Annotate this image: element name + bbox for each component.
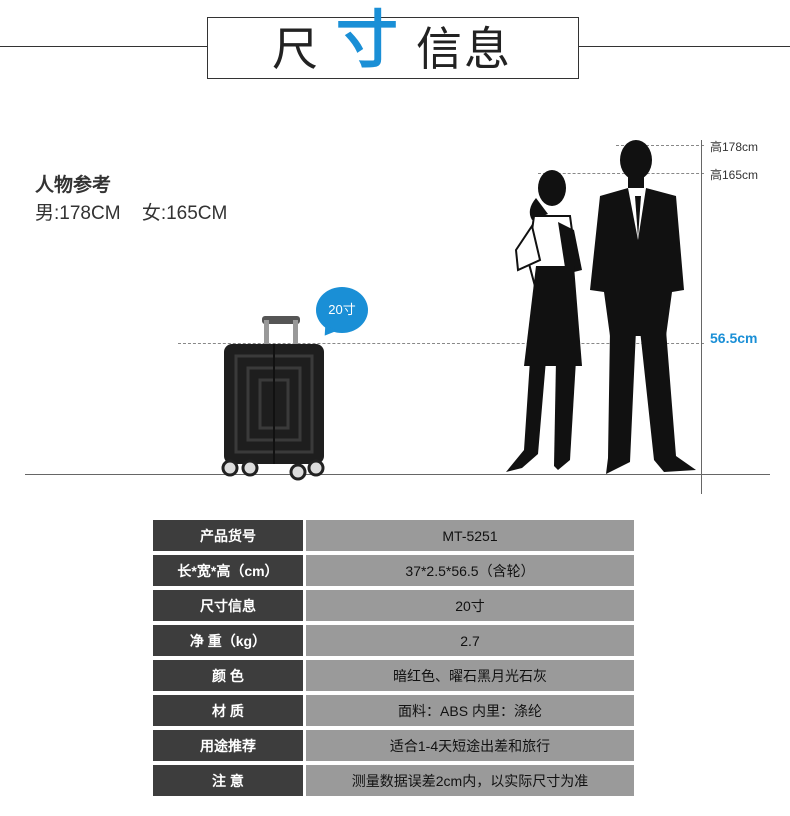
spec-value: 面料：ABS 内里：涤纶 xyxy=(306,695,634,726)
male-height-guide xyxy=(616,145,704,146)
vertical-measure-line xyxy=(701,140,702,494)
spec-label: 颜 色 xyxy=(153,660,303,691)
spec-table: 产品货号 MT-5251 长*宽*高（cm） 37*2.5*56.5（含轮） 尺… xyxy=(150,516,637,800)
table-row: 用途推荐 适合1-4天短途出差和旅行 xyxy=(153,730,634,761)
luggage-height-guide xyxy=(178,343,704,344)
spec-label: 注 意 xyxy=(153,765,303,796)
male-silhouette xyxy=(590,140,696,474)
spec-label: 用途推荐 xyxy=(153,730,303,761)
female-height-guide xyxy=(538,173,704,174)
table-row: 长*宽*高（cm） 37*2.5*56.5（含轮） xyxy=(153,555,634,586)
title-char-2: 寸 xyxy=(336,6,399,75)
ground-line xyxy=(25,474,770,475)
spec-value: 20寸 xyxy=(306,590,634,621)
spec-value: 2.7 xyxy=(306,625,634,656)
male-height-text: 男:178CM xyxy=(35,203,121,224)
size-bubble: 20寸 xyxy=(316,287,368,333)
reference-sizes: 男:178CM 女:165CM xyxy=(35,198,227,225)
female-height-label: 高165cm xyxy=(710,168,759,182)
spec-value: MT-5251 xyxy=(306,520,634,551)
spec-label: 净 重（kg） xyxy=(153,625,303,656)
spec-value: 37*2.5*56.5（含轮） xyxy=(306,555,634,586)
male-height-label: 高178cm xyxy=(710,140,759,154)
table-row: 注 意 测量数据误差2cm内，以实际尺寸为准 xyxy=(153,765,634,796)
spec-label: 材 质 xyxy=(153,695,303,726)
table-row: 材 质 面料：ABS 内里：涤纶 xyxy=(153,695,634,726)
section-title: 尺 寸 信 息 xyxy=(207,10,579,79)
title-char-3: 信 xyxy=(416,23,462,75)
title-line-left xyxy=(0,46,207,47)
title-line-right xyxy=(579,46,790,47)
spec-label: 产品货号 xyxy=(153,520,303,551)
suitcase-illustration xyxy=(221,316,325,481)
female-height-text: 女:165CM xyxy=(141,203,228,224)
spec-value: 测量数据误差2cm内，以实际尺寸为准 xyxy=(306,765,634,796)
title-char-4: 息 xyxy=(464,23,510,75)
female-silhouette xyxy=(506,170,582,472)
luggage-height-label: 56.5cm xyxy=(710,330,758,346)
table-row: 尺寸信息 20寸 xyxy=(153,590,634,621)
reference-title: 人物参考 xyxy=(35,175,112,196)
spec-value: 适合1-4天短途出差和旅行 xyxy=(306,730,634,761)
spec-label: 尺寸信息 xyxy=(153,590,303,621)
table-row: 净 重（kg） 2.7 xyxy=(153,625,634,656)
spec-value: 暗红色、曜石黑月光石灰 xyxy=(306,660,634,691)
title-char-1: 尺 xyxy=(272,23,318,75)
table-row: 产品货号 MT-5251 xyxy=(153,520,634,551)
table-row: 颜 色 暗红色、曜石黑月光石灰 xyxy=(153,660,634,691)
spec-label: 长*宽*高（cm） xyxy=(153,555,303,586)
